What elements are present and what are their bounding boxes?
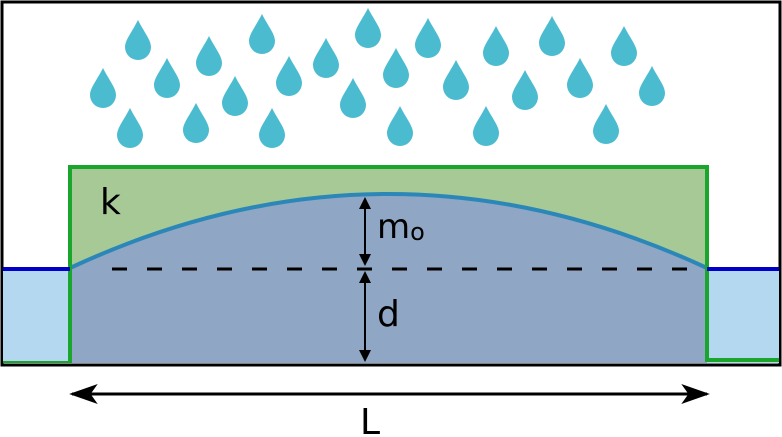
rain-drop-icon	[473, 106, 499, 146]
rain-drop-icon	[276, 56, 302, 96]
rain-drop-icon	[313, 38, 339, 78]
outer-frame	[0, 0, 782, 367]
right-open-water	[707, 269, 779, 363]
rain-drop-icon	[117, 108, 143, 148]
rain-drop-icon	[512, 70, 538, 110]
rain-drop-icon	[90, 68, 116, 108]
soil-border	[68, 165, 779, 363]
rain-drop-icon	[249, 14, 275, 54]
rain-drops	[90, 8, 665, 148]
rain-drop-icon	[539, 16, 565, 56]
mound-height-label: mo	[377, 207, 425, 247]
water-table-curve	[69, 192, 708, 270]
groundwater-body	[70, 194, 707, 363]
mound-height-letter: m	[377, 207, 410, 247]
rain-drop-icon	[222, 76, 248, 116]
strip-length-label: L	[360, 402, 380, 437]
rain-drop-icon	[259, 108, 285, 148]
rain-drop-icon	[183, 103, 209, 143]
rain-drop-icon	[415, 18, 441, 59]
aquifer-depth-label: d	[377, 294, 400, 335]
rain-drop-icon	[383, 48, 409, 88]
rain-drop-icon	[567, 58, 593, 98]
rain-drop-icon	[340, 78, 366, 118]
rain-drop-icon	[154, 58, 180, 98]
rain-drop-icon	[483, 26, 509, 66]
rain-drop-icon	[387, 106, 413, 146]
rain-drop-icon	[125, 20, 151, 60]
rain-drop-icon	[443, 60, 469, 100]
mound-height-subscript: o	[410, 218, 425, 246]
left-open-water	[3, 269, 70, 363]
rain-drop-icon	[611, 26, 637, 66]
conductivity-label: k	[100, 182, 121, 223]
rain-drop-icon	[639, 66, 665, 106]
rain-drop-icon	[355, 8, 381, 48]
rain-drop-icon	[196, 36, 222, 76]
rain-drop-icon	[593, 104, 619, 144]
